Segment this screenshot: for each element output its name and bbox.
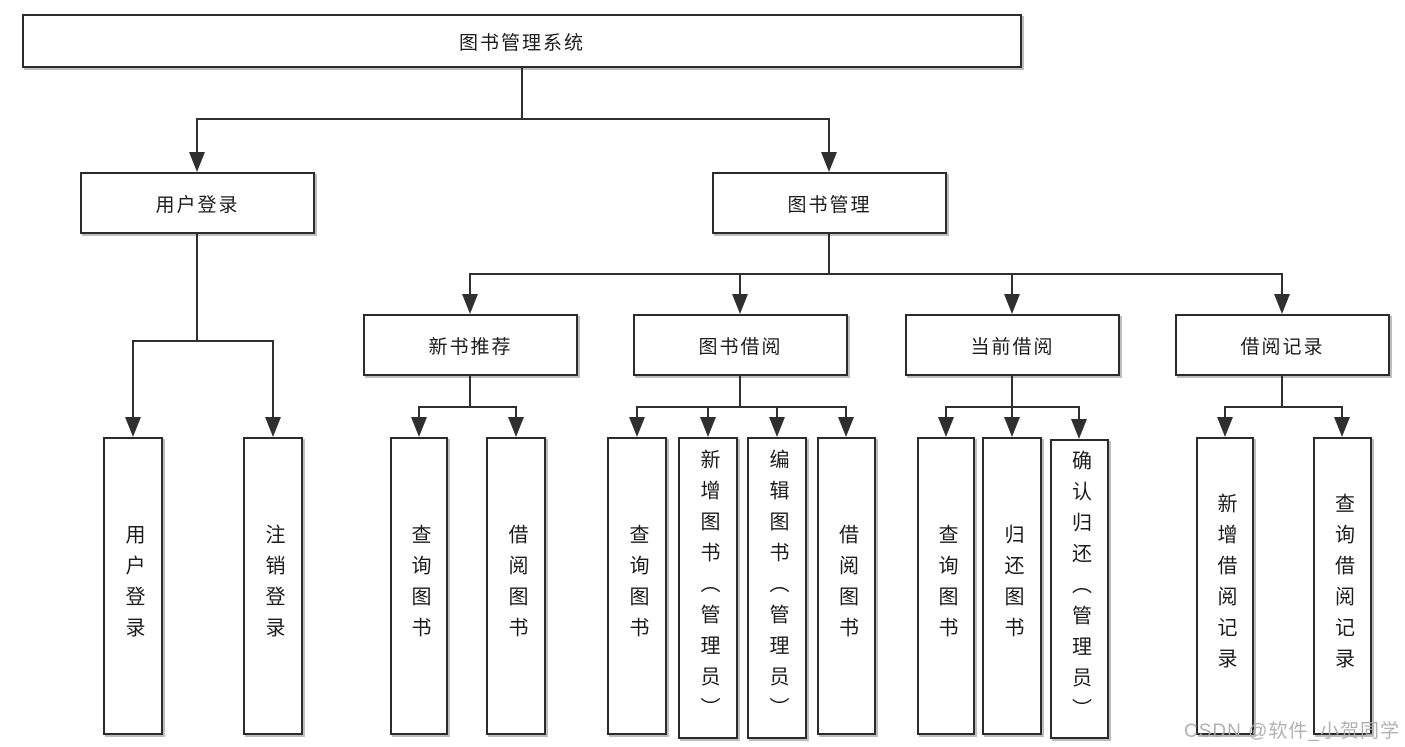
node-label: 借阅记录 — [1240, 336, 1325, 358]
arrow-down-icon — [1071, 419, 1087, 439]
node-new-book-recommendation: 新书推荐 — [363, 314, 578, 376]
connector-line — [272, 340, 274, 420]
connector-line — [469, 376, 471, 408]
arrow-down-icon — [700, 417, 716, 437]
node-label: 查询借阅记录 — [1331, 493, 1354, 679]
node-label: 注销登录 — [262, 524, 284, 648]
arrow-down-icon — [462, 294, 478, 314]
node-label: 查询图书 — [626, 524, 648, 648]
leaf-recommend-query-books: 查询图书 — [390, 437, 448, 735]
watermark-text: CSDN @软件_小贺同学 — [1184, 721, 1400, 742]
arrow-down-icon — [1004, 294, 1020, 314]
arrow-down-icon — [1334, 417, 1350, 437]
node-book-borrowing: 图书借阅 — [633, 314, 848, 376]
connector-line — [1224, 406, 1343, 408]
node-label: 新增借阅记录 — [1214, 493, 1236, 679]
arrow-down-icon — [732, 294, 748, 314]
leaf-user-login: 用户登录 — [103, 437, 163, 735]
connector-line — [845, 406, 847, 420]
node-label: 用户登录 — [155, 194, 240, 216]
node-label: 借阅图书 — [835, 524, 858, 648]
node-label: 图书管理系统 — [458, 32, 585, 54]
node-label: 归还图书 — [1001, 524, 1023, 648]
connector-line — [196, 234, 198, 342]
connector-line — [636, 406, 638, 420]
leaf-records-query-borrow-record: 查询借阅记录 — [1313, 437, 1372, 735]
connector-line — [196, 118, 198, 154]
node-current-borrowing: 当前借阅 — [905, 314, 1120, 376]
node-label: 确认归还（管理员） — [1068, 449, 1091, 729]
connector-line — [636, 406, 847, 408]
node-label: 新书推荐 — [428, 336, 513, 358]
connector-line — [469, 273, 1283, 275]
arrow-down-icon — [265, 417, 281, 437]
node-label: 借阅图书 — [505, 524, 527, 648]
arrow-down-icon — [1274, 294, 1290, 314]
leaf-borrowing-add-books-admin: 新增图书（管理员） — [678, 437, 738, 739]
connector-line — [1341, 406, 1343, 420]
node-label: 用户登录 — [122, 524, 144, 648]
connector-line — [1011, 406, 1013, 420]
connector-line — [418, 406, 420, 420]
connector-line — [1011, 376, 1013, 408]
connector-line — [828, 234, 830, 275]
connector-line — [1281, 273, 1283, 298]
arrow-down-icon — [838, 417, 854, 437]
leaf-current-return-books: 归还图书 — [982, 437, 1042, 735]
leaf-current-query-books: 查询图书 — [917, 437, 975, 735]
arrow-down-icon — [189, 152, 205, 172]
connector-line — [739, 376, 741, 408]
arrow-down-icon — [769, 417, 785, 437]
leaf-borrowing-query-books: 查询图书 — [607, 437, 667, 735]
node-label: 图书管理 — [787, 194, 872, 216]
leaf-borrowing-edit-books-admin: 编辑图书（管理员） — [747, 437, 807, 739]
arrow-down-icon — [821, 152, 837, 172]
node-user-login: 用户登录 — [80, 172, 315, 234]
node-label: 新增图书（管理员） — [697, 448, 719, 728]
connector-line — [1078, 406, 1080, 420]
connector-line — [132, 340, 134, 420]
connector-line — [469, 273, 471, 298]
arrow-down-icon — [938, 417, 954, 437]
connector-line — [828, 118, 830, 154]
connector-line — [132, 340, 274, 342]
connector-line — [945, 406, 947, 420]
arrow-down-icon — [629, 417, 645, 437]
connector-line — [1224, 406, 1226, 420]
connector-line — [418, 406, 517, 408]
node-label: 图书借阅 — [698, 336, 783, 358]
node-label: 编辑图书（管理员） — [766, 448, 788, 728]
arrow-down-icon — [1217, 417, 1233, 437]
arrow-down-icon — [1004, 417, 1020, 437]
arrow-down-icon — [508, 417, 524, 437]
node-label: 查询图书 — [408, 524, 430, 648]
node-borrowing-records: 借阅记录 — [1175, 314, 1390, 376]
connector-line — [515, 406, 517, 420]
leaf-logout-login: 注销登录 — [243, 437, 303, 735]
leaf-records-add-borrow-record: 新增借阅记录 — [1196, 437, 1254, 735]
arrow-down-icon — [125, 417, 141, 437]
connector-line — [1011, 273, 1013, 298]
leaf-borrowing-borrow-books: 借阅图书 — [817, 437, 876, 735]
leaf-current-confirm-return-admin: 确认归还（管理员） — [1050, 439, 1109, 739]
connector-line — [776, 406, 778, 420]
arrow-down-icon — [411, 417, 427, 437]
connector-line — [521, 68, 523, 118]
connector-line — [707, 406, 709, 420]
node-label: 查询图书 — [935, 524, 957, 648]
connector-line — [739, 273, 741, 298]
connector-line — [196, 118, 830, 120]
connector-line — [1281, 376, 1283, 408]
leaf-recommend-borrow-books: 借阅图书 — [486, 437, 546, 735]
node-library-system: 图书管理系统 — [22, 14, 1022, 68]
node-label: 当前借阅 — [970, 336, 1055, 358]
node-book-management: 图书管理 — [712, 172, 947, 234]
